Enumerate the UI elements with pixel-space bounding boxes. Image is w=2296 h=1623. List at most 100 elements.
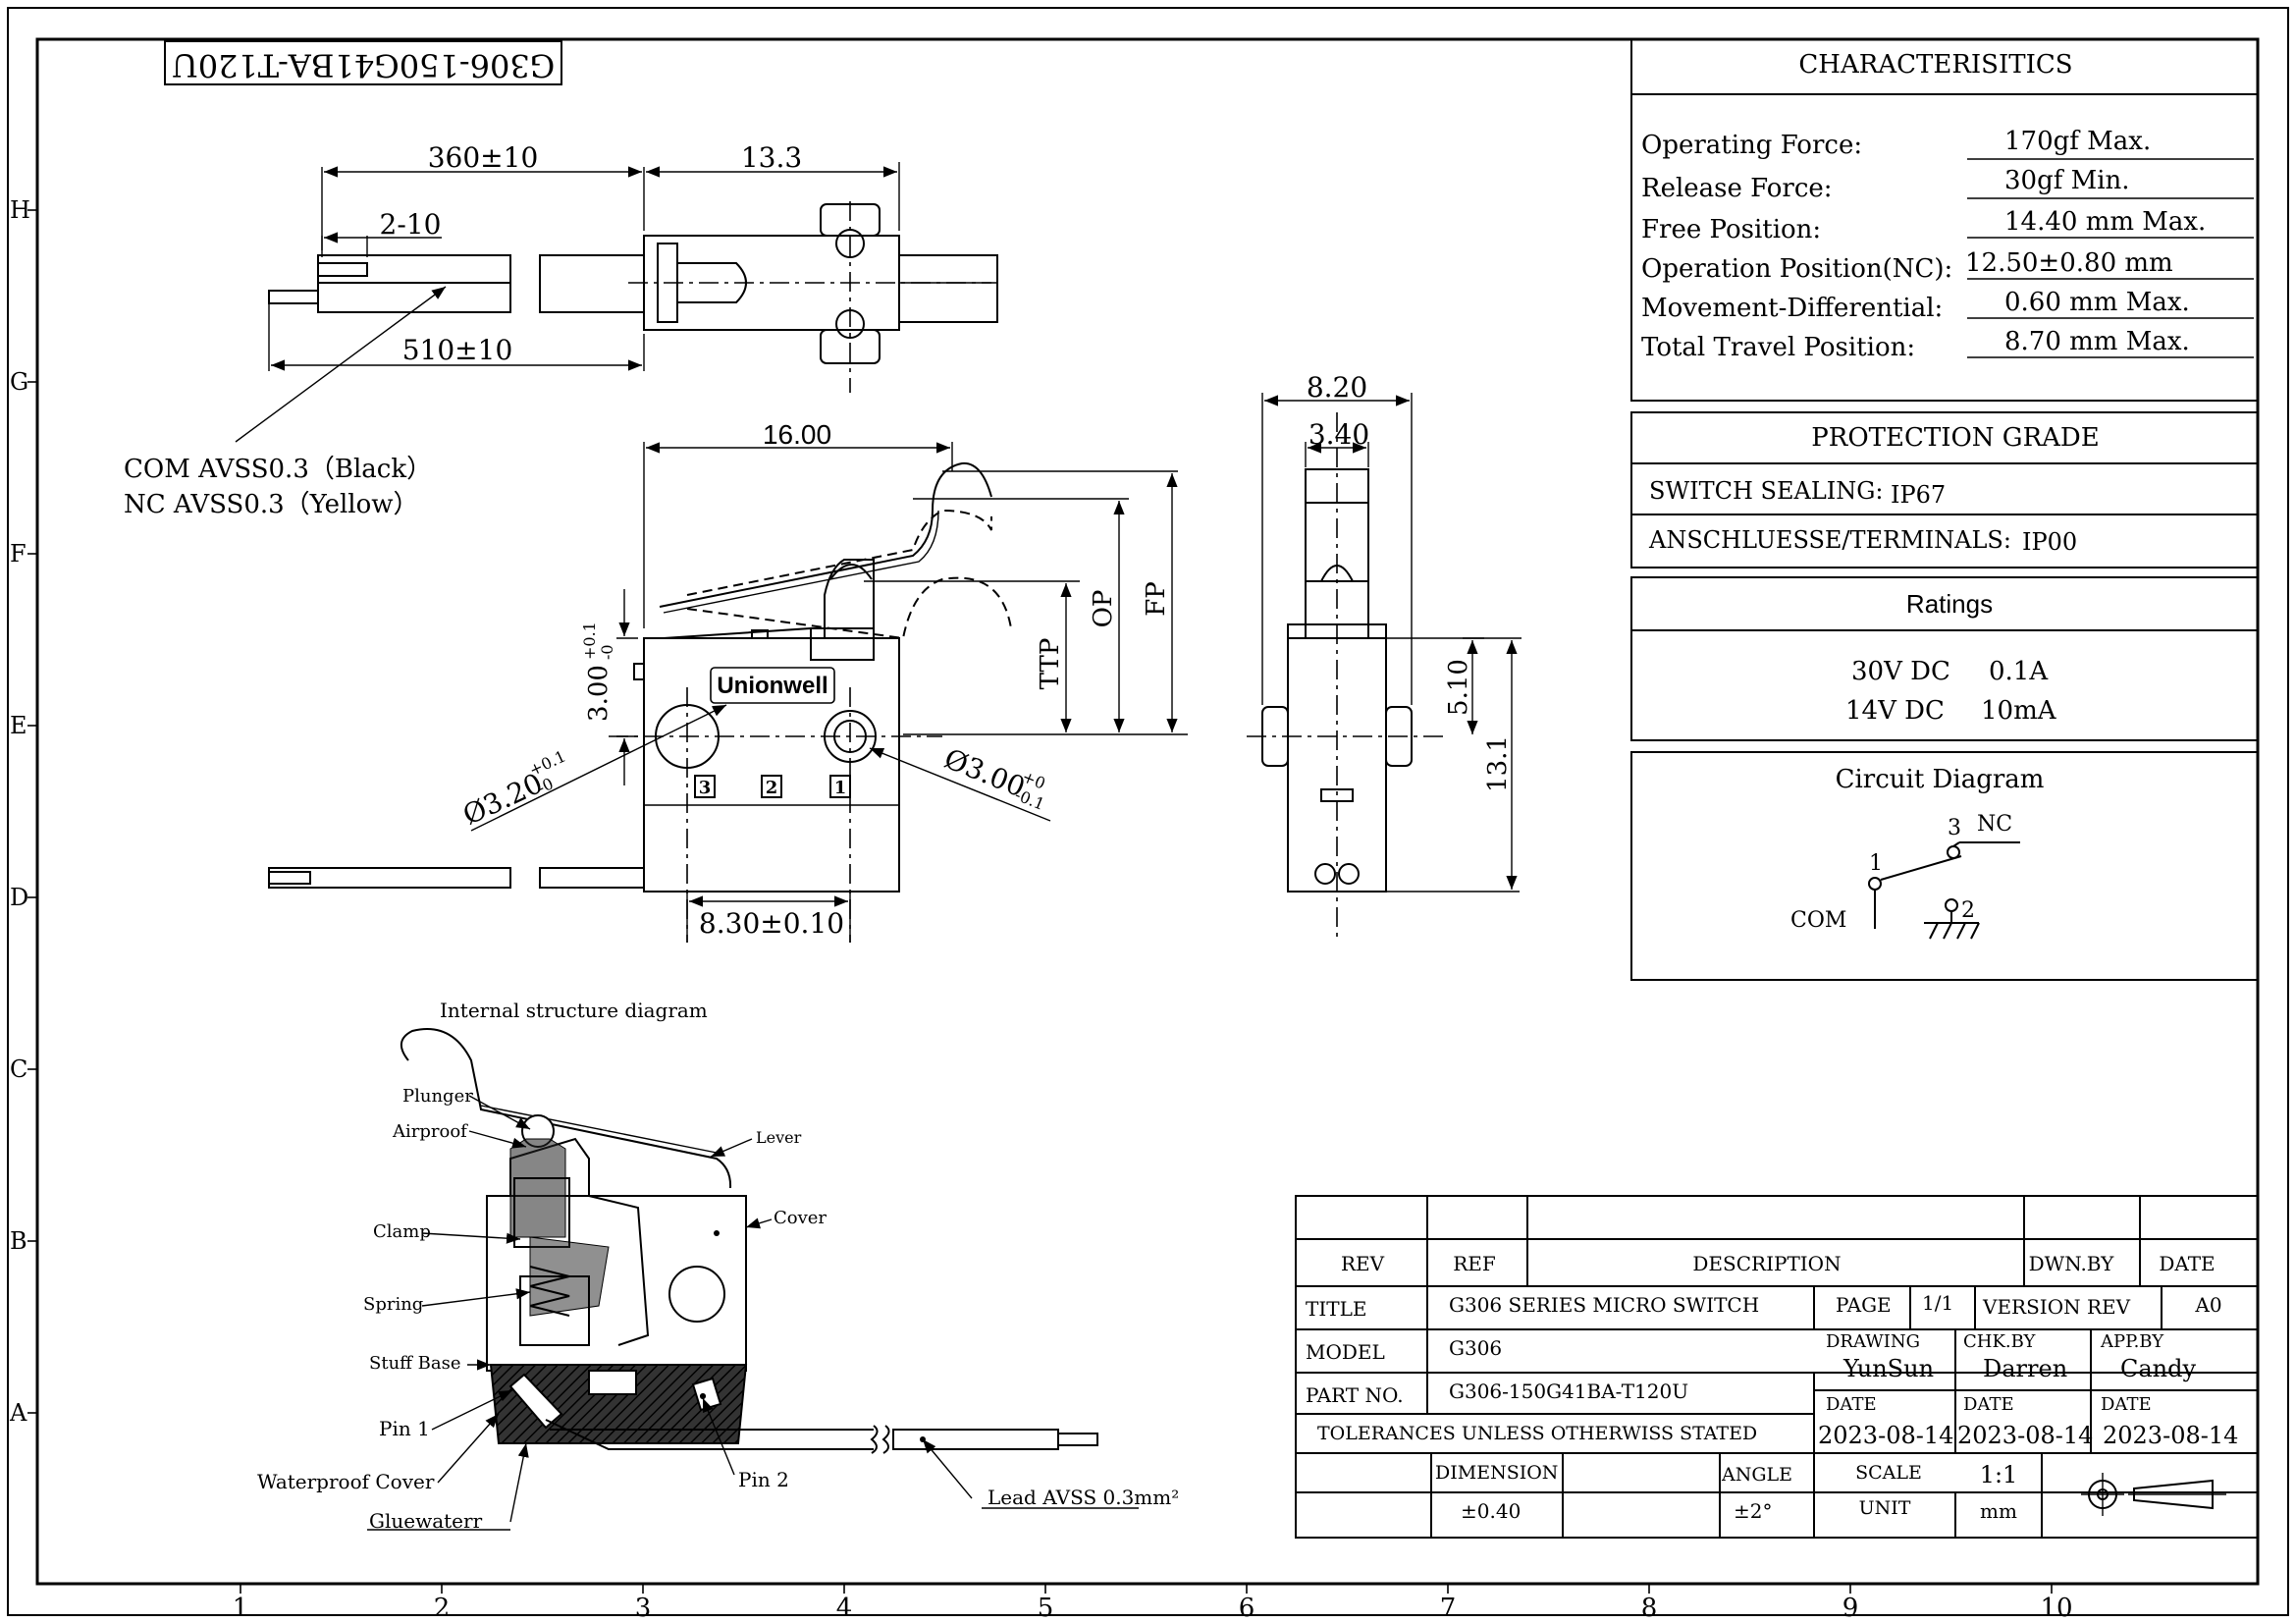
tb-scale-value: 1:1 <box>1980 1461 2018 1488</box>
char-label: Total Travel Position: <box>1641 333 1915 362</box>
tb-page-value: 1/1 <box>1922 1291 1953 1315</box>
tb-rev: REV <box>1341 1252 1385 1275</box>
side-view: 8.20 3.40 5.10 13.1 <box>1247 371 1522 943</box>
circuit-pin1: 1 <box>1869 851 1883 876</box>
ratings-table: Ratings 30V DC 0.1A 14V DC 10mA <box>1630 576 2259 741</box>
tb-title-label: TITLE <box>1306 1297 1366 1321</box>
row-zone-markers: H G F E D C B A <box>9 196 37 1427</box>
label-airproof: Airproof <box>392 1121 468 1142</box>
tb-model-value: G306 <box>1449 1336 1502 1360</box>
char-value: 170gf Max. <box>2004 127 2151 156</box>
col-label: 9 <box>1842 1594 1859 1623</box>
protection-grade-table: PROTECTION GRADE SWITCH SEALING: IP67 AN… <box>1630 411 2259 568</box>
tb-app-label: APP.BY <box>2100 1331 2164 1352</box>
char-value: 8.70 mm Max. <box>2004 327 2190 356</box>
circuit-pin3: 3 <box>1948 816 1961 840</box>
tb-dwn-by: DWN.BY <box>2029 1252 2115 1275</box>
tb-part-value: G306-150G41BA-T120U <box>1449 1380 1688 1403</box>
rating-voltage: 14V DC <box>1845 696 1945 726</box>
tb-unit-value: mm <box>1980 1499 2017 1523</box>
tb-tolerances: TOLERANCES UNLESS OTHERWISS STATED <box>1317 1423 1757 1444</box>
tb-chk-label: CHK.BY <box>1963 1331 2037 1352</box>
char-label: Free Position: <box>1641 215 1821 244</box>
rating-current: 10mA <box>1981 696 2057 726</box>
dim-body-length: 13.3 <box>741 141 802 174</box>
column-zone-markers: 1 2 3 4 5 6 7 8 9 10 <box>233 1584 2073 1623</box>
rating-voltage: 30V DC <box>1851 657 1950 686</box>
row-label: B <box>10 1227 27 1255</box>
tb-app-value: Candy <box>2120 1355 2196 1382</box>
drawing-id-box: G306-150G41BA-T120U <box>164 40 562 85</box>
sealing-value: IP67 <box>1891 481 1946 509</box>
tb-model-label: MODEL <box>1306 1340 1385 1364</box>
tb-page-label: PAGE <box>1836 1293 1892 1317</box>
internal-title: Internal structure diagram <box>440 999 708 1022</box>
terminal-label: 2 <box>766 778 778 798</box>
tb-version-value: A0 <box>2194 1293 2221 1317</box>
tb-date-1: 2023-08-14 <box>1818 1422 1953 1449</box>
tb-date-label: DATE <box>1826 1394 1877 1415</box>
wire-nc-label: NC AVSS0.3（Yellow） <box>124 490 419 519</box>
ratings-title: Ratings <box>1906 589 1993 619</box>
dim-side-total-height: 13.1 <box>1483 735 1513 792</box>
dim-op: OP <box>1089 590 1118 628</box>
tb-part-label: PART NO. <box>1306 1383 1404 1407</box>
circuit-nc-label: NC <box>1977 812 2012 837</box>
row-label: E <box>10 712 27 739</box>
tb-ref: REF <box>1453 1252 1496 1275</box>
terminals-grade-label: ANSCHLUESSE/TERMINALS: <box>1648 526 2011 554</box>
top-view: 360±10 13.3 2-10 510±10 COM AVSS0.3（Blac… <box>124 141 998 519</box>
tb-date-2: 2023-08-14 <box>1957 1422 2093 1449</box>
label-spring: Spring <box>363 1294 423 1315</box>
row-label: C <box>10 1055 27 1083</box>
tb-angle-label: ANGLE <box>1721 1464 1792 1486</box>
front-view: Unionwell 3 2 1 16.00 3.00 +0.1 -0 <box>268 419 1188 943</box>
char-label: Release Force: <box>1641 174 1833 203</box>
dim-hole-left-tol-down: -0 <box>534 774 556 797</box>
dim-front-height: 3.00 <box>584 665 614 722</box>
internal-structure-diagram: Internal structure diagram <box>257 999 1179 1533</box>
label-lead: Lead AVSS 0.3mm² <box>988 1486 1179 1509</box>
label-pin2: Pin 2 <box>738 1468 789 1491</box>
brand-logo-text: Unionwell <box>717 673 828 699</box>
row-label: F <box>10 540 27 568</box>
circuit-title: Circuit Diagram <box>1836 765 2045 794</box>
label-waterproof-cover: Waterproof Cover <box>257 1470 435 1493</box>
char-label: Movement-Differential: <box>1641 294 1943 323</box>
tb-title-value: G306 SERIES MICRO SWITCH <box>1449 1293 1759 1317</box>
tb-drawing-label: DRAWING <box>1826 1331 1920 1352</box>
dim-ttp: TTP <box>1036 638 1065 690</box>
row-label: A <box>9 1399 27 1427</box>
tb-dimension-value: ±0.40 <box>1461 1499 1521 1523</box>
tb-date-label: DATE <box>2101 1394 2152 1415</box>
label-cover: Cover <box>774 1208 827 1228</box>
wire-com-label: COM AVSS0.3（Black） <box>124 455 432 484</box>
dim-side-hole-height: 5.10 <box>1444 659 1473 716</box>
tb-dimension-label: DIMENSION <box>1435 1462 1558 1484</box>
col-label: 2 <box>434 1594 451 1623</box>
dim-cable-length: 360±10 <box>428 141 539 174</box>
col-label: 3 <box>635 1594 652 1623</box>
terminals-grade-value: IP00 <box>2022 528 2077 556</box>
label-stuff-base: Stuff Base <box>369 1353 461 1374</box>
col-label: 10 <box>2040 1594 2072 1623</box>
char-value: 0.60 mm Max. <box>2004 288 2190 317</box>
tb-chk-value: Darren <box>1983 1355 2067 1382</box>
characteristics-table: CHARACTERISITICS Operating Force: Releas… <box>1630 38 2259 402</box>
col-label: 5 <box>1038 1594 1054 1623</box>
tb-date-label: DATE <box>1963 1394 2014 1415</box>
dim-front-height-tol-up: +0.1 <box>580 622 599 660</box>
projection-symbol-icon <box>2081 1473 2226 1516</box>
protection-title: PROTECTION GRADE <box>1811 423 2100 453</box>
tb-drawing-value: YunSun <box>1842 1355 1934 1382</box>
dim-pitch: 8.30±0.10 <box>699 907 844 940</box>
circuit-com-label: COM <box>1790 908 1846 933</box>
terminal-label: 3 <box>699 778 712 798</box>
dim-front-width: 16.00 <box>763 419 831 450</box>
char-value: 14.40 mm Max. <box>2004 207 2206 237</box>
terminal-label: 1 <box>834 778 847 798</box>
tb-angle-value: ±2° <box>1734 1499 1772 1523</box>
col-label: 8 <box>1641 1594 1658 1623</box>
col-label: 6 <box>1239 1594 1255 1623</box>
